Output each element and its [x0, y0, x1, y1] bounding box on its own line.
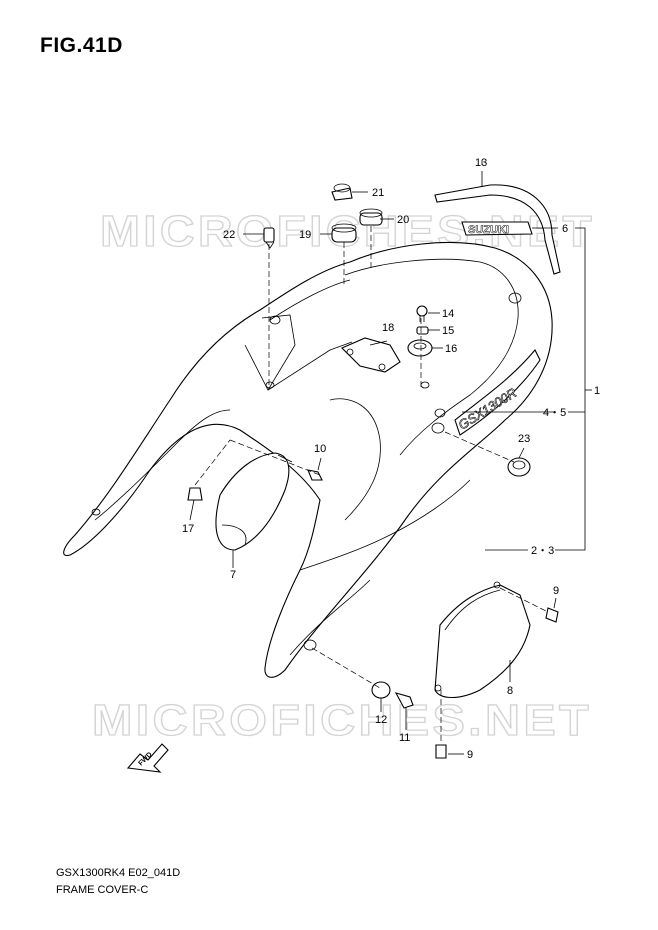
- screw-9-lower: [435, 744, 447, 759]
- callout-2-3: 2・3: [531, 545, 554, 557]
- callout-17: 17: [182, 523, 194, 535]
- grommet-23: [507, 457, 531, 477]
- screw-9-upper: [545, 607, 559, 623]
- cushion-12: [371, 681, 391, 699]
- clip-22: [263, 227, 275, 249]
- callout-1: 1: [594, 385, 600, 397]
- cushion-16: [407, 339, 433, 357]
- watermark-bottom: MICROFICHES.NET: [92, 696, 592, 745]
- suzuki-emblem-6: SUZUKI: [461, 221, 533, 236]
- callout-8: 8: [507, 685, 513, 697]
- figure-title: FIG.41D: [40, 34, 123, 57]
- callout-7: 7: [230, 569, 236, 581]
- emblem-text: SUZUKI: [468, 224, 509, 236]
- cushion-20: [359, 208, 383, 226]
- callout-15: 15: [442, 325, 454, 337]
- callout-9-upper: 9: [553, 585, 559, 597]
- callout-9-lower: 9: [467, 749, 473, 761]
- bracket-18: [341, 337, 401, 373]
- callout-21: 21: [372, 187, 384, 199]
- callout-10: 10: [314, 443, 326, 455]
- callout-23: 23: [518, 433, 530, 445]
- callout-11: 11: [399, 732, 410, 744]
- callout-22: 22: [223, 229, 235, 241]
- callout-20: 20: [397, 214, 409, 226]
- cap-21: [331, 183, 353, 201]
- model-code: GSX1300RK4 E02_041D: [56, 867, 181, 879]
- callout-4-5: 4・5: [543, 407, 566, 419]
- collar-15: [416, 326, 429, 335]
- fwd-arrow-icon: FWD: [126, 743, 169, 773]
- callout-19: 19: [299, 229, 311, 241]
- screw-14: [416, 305, 428, 322]
- callout-14: 14: [442, 308, 454, 320]
- callout-18: 18: [382, 322, 394, 334]
- figure-name: FRAME COVER-C: [56, 884, 149, 896]
- screw-10: [307, 469, 323, 481]
- callout-6: 6: [562, 223, 568, 235]
- callout-13: 13: [475, 157, 487, 169]
- under-cover-7: [215, 452, 293, 551]
- callout-16: 16: [445, 343, 457, 355]
- clip-17: [187, 487, 203, 501]
- callout-12: 12: [375, 714, 387, 726]
- grab-strip-13: [434, 184, 561, 275]
- screw-11: [394, 692, 414, 709]
- side-cover-8: [434, 581, 531, 699]
